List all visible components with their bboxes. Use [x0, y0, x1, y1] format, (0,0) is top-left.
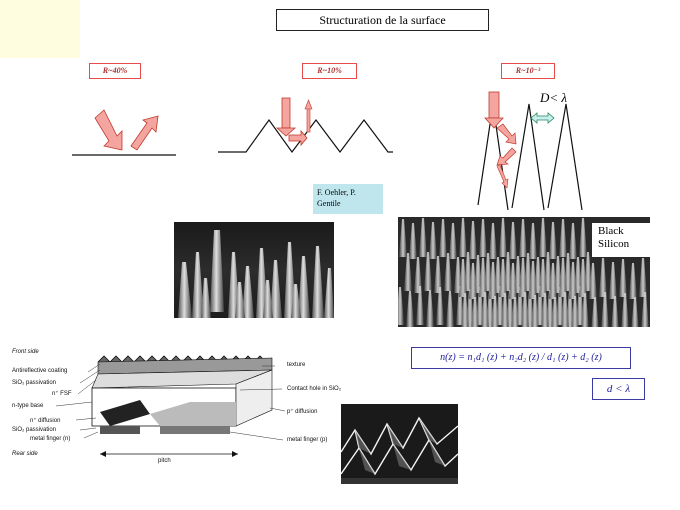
sem-pyramids-image [341, 404, 458, 484]
sio2-passivation-bottom-label: SiO₂ passivation [12, 427, 57, 433]
reflectance-label-flat: R~40% [89, 63, 141, 79]
slide-title: Structuration de la surface [276, 9, 489, 31]
sem-black-silicon-image [398, 217, 650, 327]
antireflective-coating-label: Antireflective coating [12, 368, 68, 374]
rear-side-label: Rear side [12, 451, 38, 457]
sem-nanowires-image [174, 222, 334, 318]
credit-box: F. Oehler, P. Gentile [313, 184, 383, 214]
n-diffusion-label: n⁺ diffusion [30, 418, 61, 424]
n-fsf-label: n⁺ FSF [52, 391, 72, 397]
reflectance-label-nanostructured: R~10⁻³ [501, 63, 555, 79]
solar-cell-diagram [55, 355, 286, 457]
metal-finger-n-label: metal finger (n) [30, 436, 71, 442]
metal-finger-p-label: metal finger (p) [287, 437, 328, 443]
p-diffusion-label: p⁺ diffusion [287, 409, 318, 415]
reflected-arrow-textured [288, 129, 308, 147]
reflected-arrow-flat [130, 115, 159, 151]
texture-label: texture [287, 362, 306, 368]
black-silicon-label: Black Silicon [592, 223, 650, 257]
incident-arrow-flat [94, 109, 123, 151]
reflectance-label-textured: R~10% [302, 63, 357, 79]
contact-hole-label: Contact hole in SiO₂ [287, 386, 342, 392]
reflection-schematics [72, 91, 583, 211]
n-type-base-label: n-type base [12, 403, 44, 409]
sio2-passivation-top-label: SiO₂ passivation [12, 380, 57, 386]
incident-arrow-textured [281, 97, 291, 129]
corner-accent [0, 0, 80, 58]
d-less-lambda-box: d < λ [592, 378, 645, 400]
d-lambda-label: D< λ [540, 90, 568, 105]
front-side-label: Front side [12, 349, 39, 355]
effective-index-equation: n(z) = n₁d₁ (z) + n₂d₂ (z) / d₁ (z) + d₂… [411, 347, 631, 369]
incident-arrow-nanostructured [488, 91, 500, 119]
pitch-label: pitch [158, 458, 171, 464]
spacing-double-arrow [530, 112, 555, 124]
